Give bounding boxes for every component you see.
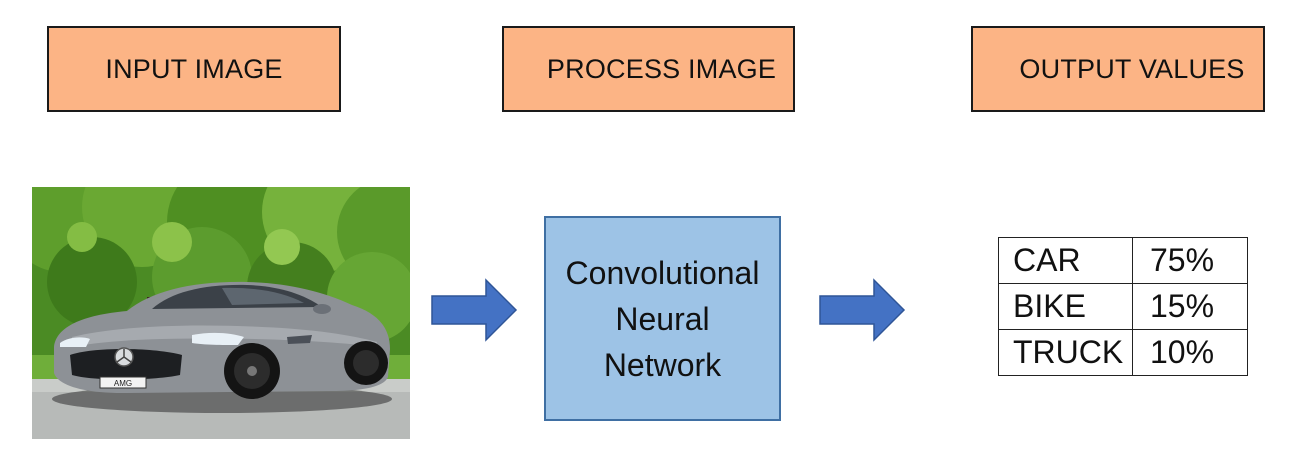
class-label: BIKE [998,283,1133,330]
output-values-label: OUTPUT VALUES [1019,53,1245,84]
cnn-label-line-2: Neural [615,300,710,337]
process-image-label: PROCESS IMAGE [546,53,777,84]
table-row: CAR 75% [998,237,1248,284]
right-arrow-icon [431,278,518,342]
class-probability: 15% [1132,283,1248,330]
cnn-box: Convolutional Neural Network [544,216,781,421]
cnn-label-line-3: Network [603,346,722,383]
table-row: TRUCK 10% [998,329,1248,376]
class-label: TRUCK [998,329,1133,376]
car-photo: AMG [32,187,410,439]
input-image-label: INPUT IMAGE [105,53,283,84]
class-probability: 10% [1132,329,1248,376]
output-results-table: CAR 75% BIKE 15% TRUCK 10% [998,237,1248,376]
class-probability: 75% [1132,237,1248,284]
output-values-box: OUTPUT VALUES [971,26,1265,112]
class-label: CAR [998,237,1133,284]
process-image-box: PROCESS IMAGE [502,26,795,112]
cnn-label-line-1: Convolutional [565,254,760,291]
table-row: BIKE 15% [998,283,1248,330]
plate-badge: AMG [114,379,132,388]
input-image-box: INPUT IMAGE [47,26,341,112]
right-arrow-icon [819,278,906,342]
car-photo-illustration: AMG [32,187,410,439]
